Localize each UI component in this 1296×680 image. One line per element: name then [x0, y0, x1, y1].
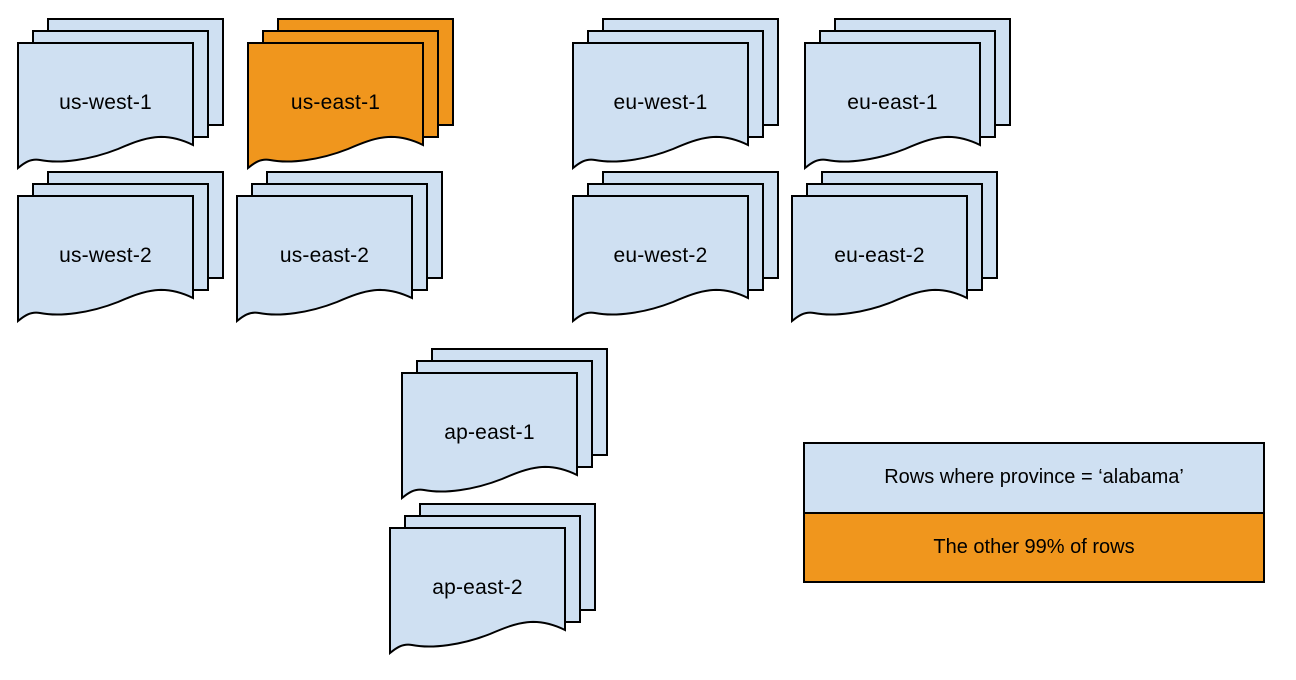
legend-row-other-rows: The other 99% of rows: [805, 511, 1263, 581]
page-front: [17, 195, 194, 324]
doc-stack-us-west-2: us-west-2: [16, 170, 226, 324]
page-front: [572, 195, 749, 324]
legend: Rows where province = ‘alabama’ The othe…: [803, 442, 1265, 583]
doc-stack-us-east-2: us-east-2: [235, 170, 445, 324]
multi-document-icon: [572, 171, 779, 324]
multi-document-icon: [236, 171, 443, 324]
multi-document-icon: [791, 171, 998, 324]
page-front: [791, 195, 968, 324]
page-front: [389, 527, 566, 656]
multi-document-icon: [389, 503, 596, 656]
multi-document-icon: [17, 171, 224, 324]
doc-stack-eu-west-1: eu-west-1: [571, 17, 781, 171]
page-front: [236, 195, 413, 324]
page-front: [401, 372, 578, 501]
legend-row-other-rows-label: The other 99% of rows: [933, 535, 1135, 558]
page-front: [17, 42, 194, 171]
doc-stack-eu-east-2: eu-east-2: [790, 170, 1000, 324]
multi-document-icon: [572, 18, 779, 171]
multi-document-icon: [17, 18, 224, 171]
page-front: [804, 42, 981, 171]
doc-stack-ap-east-2: ap-east-2: [388, 502, 598, 656]
legend-row-alabama-label: Rows where province = ‘alabama’: [884, 466, 1184, 489]
page-front: [247, 42, 424, 171]
doc-stack-us-west-1: us-west-1: [16, 17, 226, 171]
multi-document-icon: [247, 18, 454, 171]
page-front: [572, 42, 749, 171]
legend-row-alabama: Rows where province = ‘alabama’: [805, 444, 1263, 512]
doc-stack-eu-east-1: eu-east-1: [803, 17, 1013, 171]
multi-document-icon: [804, 18, 1011, 171]
doc-stack-eu-west-2: eu-west-2: [571, 170, 781, 324]
doc-stack-us-east-1: us-east-1: [246, 17, 456, 171]
multi-document-icon: [401, 348, 608, 501]
doc-stack-ap-east-1: ap-east-1: [400, 347, 610, 501]
